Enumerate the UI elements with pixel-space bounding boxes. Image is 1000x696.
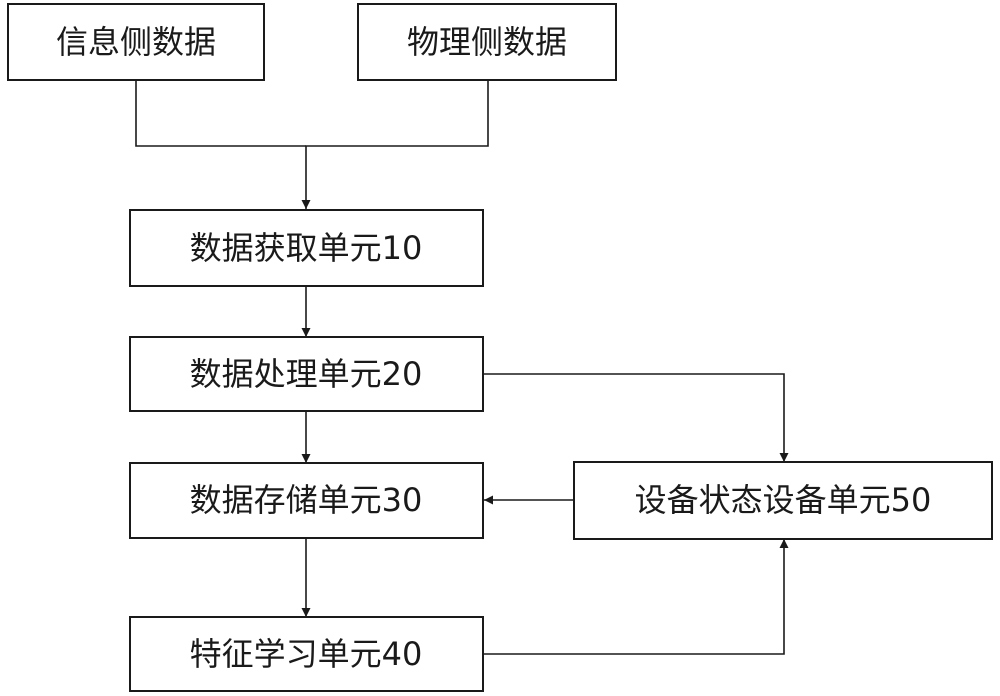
node-feature-unit-label: 特征学习单元40 [190, 635, 423, 673]
node-state-unit: 设备状态设备单元50 [573, 461, 993, 540]
node-acquire-unit-box [129, 209, 484, 287]
node-storage-unit-box [129, 462, 484, 539]
edge-feature-to-state [483, 539, 789, 655]
node-state-unit-box [573, 461, 993, 540]
node-state-unit-label: 设备状态设备单元50 [635, 481, 932, 519]
node-info-data: 信息侧数据 [7, 3, 265, 81]
node-acquire-unit-label: 数据获取单元10 [190, 229, 423, 267]
node-acquire-unit: 数据获取单元10 [129, 209, 484, 287]
node-process-unit-box [129, 336, 484, 412]
edge-process-to-state [483, 373, 789, 462]
node-process-unit: 数据处理单元20 [129, 336, 484, 412]
connectors [135, 80, 789, 655]
node-storage-unit: 数据存储单元30 [129, 462, 484, 539]
node-info-data-label: 信息侧数据 [56, 23, 216, 61]
edge-info-data-to-acquire [135, 80, 306, 147]
node-phys-data-box [357, 3, 617, 81]
edge-phys-data-to-acquire [301, 80, 489, 209]
node-phys-data: 物理侧数据 [357, 3, 617, 81]
node-process-unit-label: 数据处理单元20 [190, 355, 423, 393]
node-feature-unit-box [129, 616, 484, 692]
node-feature-unit: 特征学习单元40 [129, 616, 484, 692]
node-storage-unit-label: 数据存储单元30 [190, 481, 423, 519]
node-phys-data-label: 物理侧数据 [407, 23, 567, 61]
node-info-data-box [7, 3, 265, 81]
